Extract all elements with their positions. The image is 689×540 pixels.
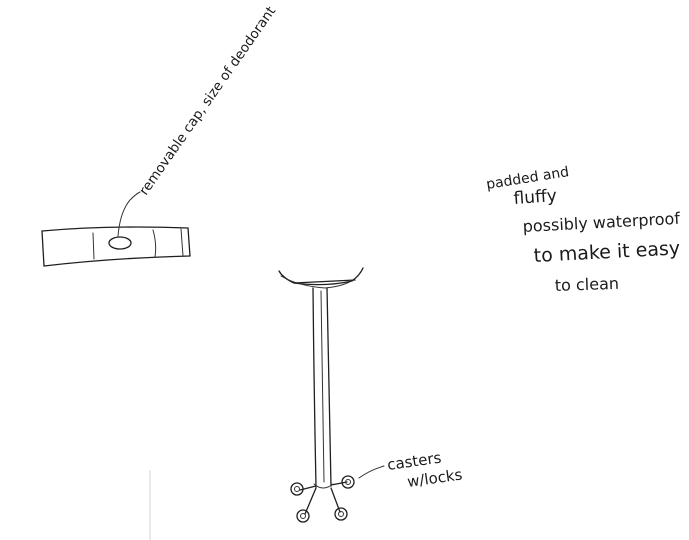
bar-section-line-right xyxy=(181,229,183,256)
pole-right-edge xyxy=(327,288,331,486)
caster-axle-front-right xyxy=(339,512,344,517)
casters-leader-line xyxy=(359,466,384,478)
bar-section-line-mid xyxy=(153,230,156,257)
bar-left-end xyxy=(42,231,44,266)
base-leg-front-left xyxy=(305,488,316,514)
caster-axle-back-left xyxy=(295,487,300,492)
cushion-note-line2: fluffy xyxy=(513,186,558,209)
removable-cap-oval xyxy=(109,237,131,249)
caster-wheel-back-left xyxy=(291,483,303,495)
cap-annotation: removable cap, size of deodorant xyxy=(136,4,279,199)
bar-bottom-edge xyxy=(44,256,190,266)
cap-leader-line xyxy=(118,192,140,236)
caster-axle-front-left xyxy=(301,514,306,519)
bar-top-edge xyxy=(42,227,188,231)
cushion-note-line4: to make it easy xyxy=(533,237,681,267)
stand-sketch xyxy=(279,268,384,522)
caster-wheel-front-left xyxy=(297,510,309,522)
bar-right-end xyxy=(188,228,190,256)
bar-section-line-left xyxy=(93,233,94,259)
pole-center-line xyxy=(321,291,324,482)
pole-left-edge xyxy=(313,288,316,487)
cushion-note-line3: possibly waterproof xyxy=(522,209,681,236)
cushion-note-line5: to clean xyxy=(554,274,619,295)
base-leg-back-right xyxy=(331,482,347,485)
base-hub xyxy=(314,484,333,488)
caster-wheel-front-right xyxy=(335,508,347,520)
bar-sketch xyxy=(42,192,190,266)
